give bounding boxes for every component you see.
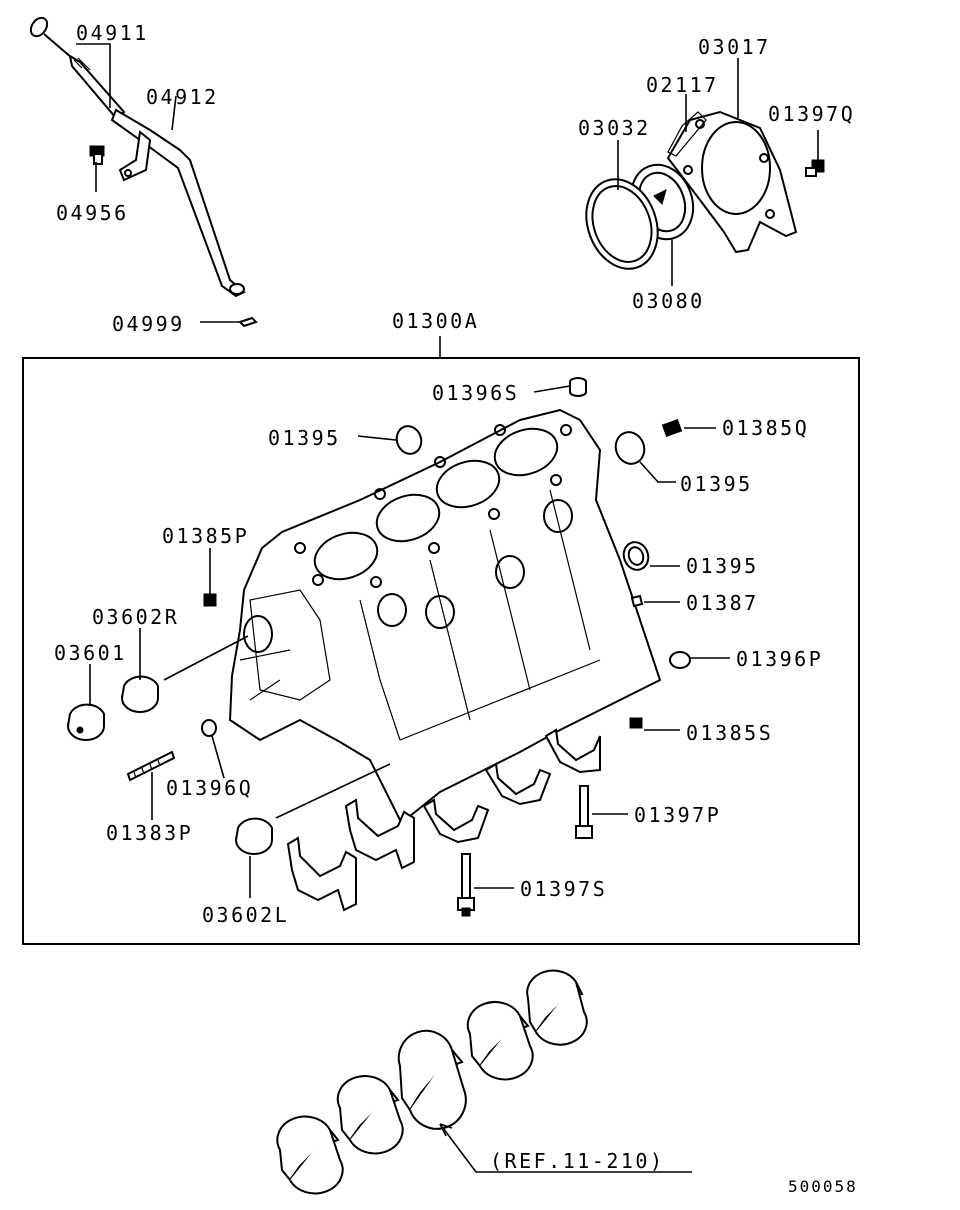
cap-bolt-01397P[interactable]: [575, 785, 593, 839]
main-bearing-cap-4[interactable]: [484, 762, 552, 806]
label-01385Q: 01385Q: [722, 416, 809, 440]
main-bearing-cap-3[interactable]: [422, 798, 490, 844]
label-01395-top: 01395: [268, 426, 341, 450]
bushing-03602R[interactable]: [121, 675, 159, 713]
main-bearing-cap-1[interactable]: [286, 836, 357, 912]
label-03602L: 03602L: [202, 903, 289, 927]
plug-01385P[interactable]: [203, 593, 217, 607]
oil-seal-ring-03032[interactable]: [574, 169, 669, 279]
label-01300A: 01300A: [392, 309, 479, 333]
main-bearing-cap-2[interactable]: [344, 798, 415, 870]
label-01397Q: 01397Q: [768, 102, 855, 126]
label-01396S: 01396S: [432, 381, 519, 405]
plug-01396S[interactable]: [569, 377, 587, 397]
expansion-plug-top[interactable]: [393, 423, 425, 458]
label-01396P: 01396P: [736, 647, 823, 671]
cylinder-block[interactable]: [228, 408, 662, 822]
label-03602R: 03602R: [92, 605, 179, 629]
label-01385P: 01385P: [162, 524, 249, 548]
label-01397P: 01397P: [634, 803, 721, 827]
label-ref: (REF.11-210): [490, 1149, 665, 1173]
guide-bolt[interactable]: [89, 145, 105, 165]
plug-01385Q[interactable]: [661, 418, 683, 438]
o-ring-04999[interactable]: [238, 316, 258, 328]
label-01385S: 01385S: [686, 721, 773, 745]
label-01395-right: 01395: [680, 472, 753, 496]
leader-lines: [76, 43, 819, 1173]
label-01395-mid: 01395: [686, 554, 759, 578]
part-labels: 04911 04912 04956 04999 03017 02117 0303…: [54, 21, 858, 1196]
oil-seal-case-gasket[interactable]: [667, 111, 707, 157]
cap-bolt-01397S[interactable]: [457, 853, 475, 917]
label-01387: 01387: [686, 591, 759, 615]
label-01396Q: 01396Q: [166, 776, 253, 800]
cylinder-block-kit-frame: [22, 357, 860, 945]
label-04911: 04911: [76, 21, 149, 45]
expansion-plug-right[interactable]: [611, 428, 648, 468]
bushing-03602L[interactable]: [235, 817, 273, 855]
stud-bolt-01383P[interactable]: [126, 750, 176, 782]
label-04912: 04912: [146, 85, 219, 109]
label-03017: 03017: [698, 35, 771, 59]
label-03032: 03032: [578, 116, 651, 140]
dowel-01387[interactable]: [630, 594, 644, 608]
dowel-01396P[interactable]: [669, 651, 691, 669]
case-bolt-01397Q[interactable]: [805, 159, 825, 177]
bushing-03601[interactable]: [67, 703, 105, 741]
plug-01385S[interactable]: [629, 717, 643, 729]
label-04999: 04999: [112, 312, 185, 336]
oil-seal-case[interactable]: [666, 110, 798, 254]
oil-level-gauge-guide[interactable]: [110, 108, 246, 298]
label-03601: 03601: [54, 641, 127, 665]
dowel-01396Q[interactable]: [201, 719, 217, 737]
diagram-code: 500058: [788, 1177, 858, 1196]
expansion-plug-mid[interactable]: [620, 539, 652, 574]
label-03080: 03080: [632, 289, 705, 313]
label-02117: 02117: [646, 73, 719, 97]
main-bearing-set[interactable]: [276, 969, 588, 1195]
main-bearing-cap-5[interactable]: [544, 728, 601, 774]
label-04956: 04956: [56, 201, 129, 225]
label-01397S: 01397S: [520, 877, 607, 901]
label-01383P: 01383P: [106, 821, 193, 845]
